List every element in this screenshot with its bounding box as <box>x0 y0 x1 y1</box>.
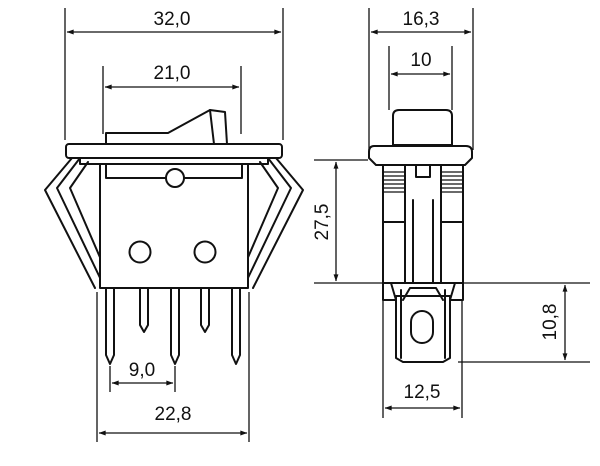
dim-label-flange-width: 16,3 <box>403 9 440 30</box>
dim-label-body-height: 27,5 <box>312 204 333 241</box>
dim-label-pin-span: 22,8 <box>155 404 192 425</box>
dim-flange-width: 16,3 <box>368 8 474 150</box>
side-body <box>382 164 464 284</box>
side-ribs <box>383 171 463 193</box>
side-view: 16,3 10 <box>312 8 590 418</box>
side-flange <box>368 145 473 166</box>
dim-label-base-width: 12,5 <box>404 382 441 403</box>
dim-rocker-width: 21,0 <box>102 63 242 134</box>
mounting-hole-right <box>193 240 217 264</box>
terminal-pins <box>105 287 241 365</box>
front-view: 32,0 21,0 <box>44 8 304 442</box>
rocker-actuator <box>105 109 228 145</box>
left-spring-clip <box>44 157 103 289</box>
front-flange <box>65 143 283 165</box>
right-spring-clip <box>245 157 304 289</box>
dim-cap-width: 10 <box>388 46 453 110</box>
dim-pin-span: 22,8 <box>96 292 250 442</box>
side-cap <box>392 109 453 146</box>
dim-body-height: 27,5 <box>312 159 382 284</box>
dim-overall-width: 32,0 <box>64 8 284 140</box>
dim-pin-spacing: 9,0 <box>109 360 176 392</box>
dim-label-pin-length: 10,8 <box>540 304 561 341</box>
dim-label-rocker-width: 21,0 <box>154 63 191 84</box>
indicator-lamp <box>165 168 185 188</box>
side-terminal <box>382 282 464 363</box>
dim-base-width: 12,5 <box>382 300 463 418</box>
front-body <box>99 163 249 289</box>
terminal-slot <box>410 310 434 344</box>
dim-label-cap-width: 10 <box>410 50 431 71</box>
dim-label-overall-width: 32,0 <box>154 9 191 30</box>
mounting-hole-left <box>128 240 152 264</box>
dim-pin-length: 10,8 <box>458 282 590 363</box>
dim-label-pin-spacing: 9,0 <box>129 360 155 381</box>
